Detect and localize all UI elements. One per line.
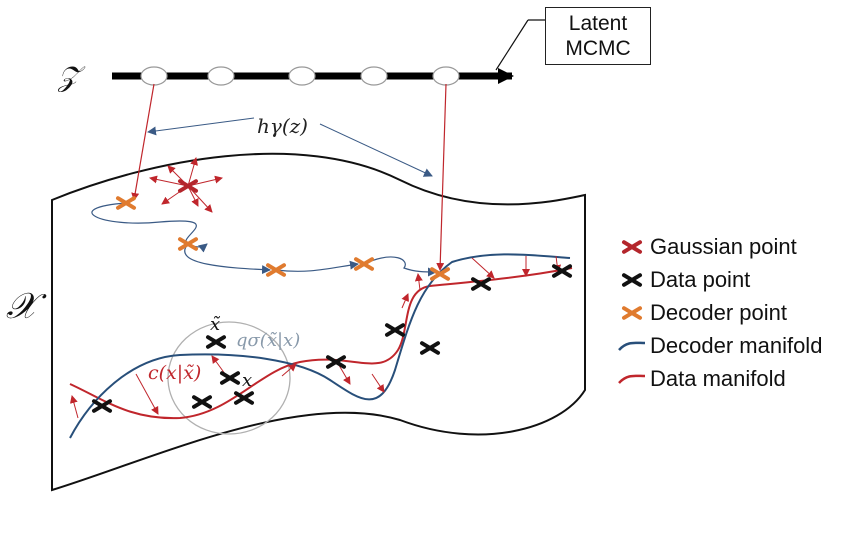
decoder-manifold-curve <box>69 253 571 439</box>
legend-cross-mark <box>622 305 642 320</box>
legend-label: Gaussian point <box>650 233 797 259</box>
data-point-mark <box>420 341 440 355</box>
h-gamma-label: hγ(z) <box>257 114 308 138</box>
x-label: x <box>242 370 252 391</box>
q-sigma-label: qσ(x̃|x) <box>236 330 300 351</box>
latent-box-line2: MCMC <box>565 37 631 60</box>
projection-arrows <box>69 255 562 419</box>
corruption-circle <box>167 321 291 435</box>
latent-node <box>360 66 388 86</box>
decoder-point-mark <box>178 237 198 251</box>
legend-item: Data manifold <box>614 362 822 395</box>
legend-swatch <box>614 234 650 260</box>
legend-label: Data manifold <box>650 365 786 391</box>
decoder-point-mark <box>354 257 374 271</box>
data-point-mark <box>385 323 405 337</box>
mcmc-chain-path-3 <box>275 260 359 272</box>
data-point-mark <box>552 264 572 278</box>
legend-cross-mark <box>622 239 642 254</box>
data-point-mark <box>234 391 254 405</box>
legend-item: Gaussian point <box>614 230 822 263</box>
decoder-point-mark <box>430 267 450 281</box>
decoder-point-mark <box>116 196 136 210</box>
latent-node <box>140 66 168 86</box>
latent-box-line1: Latent <box>568 12 628 35</box>
latent-box-connector <box>495 19 529 71</box>
latent-mcmc-box: Latent MCMC <box>545 7 651 65</box>
data-point-mark <box>192 395 212 409</box>
mcmc-chain-path-2 <box>184 243 271 275</box>
point-markers <box>92 179 572 413</box>
data-point-mark <box>326 355 346 369</box>
h-gamma-arrow-left <box>147 117 255 136</box>
legend-label: Decoder point <box>650 299 787 325</box>
latent-node <box>288 66 316 86</box>
data-space-sheet <box>51 152 586 492</box>
latent-nodes <box>140 66 460 86</box>
latent-node <box>207 66 235 86</box>
mapping-line-left <box>131 83 155 201</box>
legend-cross-mark <box>622 272 642 287</box>
gaussian-arrows <box>149 157 223 213</box>
legend-item: Data point <box>614 263 822 296</box>
mcmc-chain-path-4 <box>363 256 437 277</box>
mapping-line-right <box>436 83 447 271</box>
data-point-mark <box>471 277 491 291</box>
legend-item: Decoder manifold <box>614 329 822 362</box>
legend-label: Decoder manifold <box>650 332 823 358</box>
decoder-point-mark <box>266 263 286 277</box>
data-manifold-curve <box>69 267 573 420</box>
legend-swatch <box>614 333 650 359</box>
legend: Gaussian point Data point Decoder point … <box>614 230 822 395</box>
z-space-label: 𝒵 <box>57 60 86 93</box>
gaussian-point-mark <box>178 179 198 193</box>
legend-line-mark <box>618 341 646 351</box>
data-point-mark <box>92 399 112 413</box>
legend-label: Data point <box>650 266 751 292</box>
legend-swatch <box>614 267 650 293</box>
c-label: c(x|x̃) <box>148 362 201 384</box>
latent-node <box>432 66 460 86</box>
legend-item: Decoder point <box>614 296 822 329</box>
legend-swatch <box>614 366 650 392</box>
legend-line-mark <box>618 374 646 384</box>
x-space-label: 𝒳 <box>6 286 47 327</box>
x-tilde-label: x̃ <box>210 314 221 335</box>
data-point-mark <box>220 371 240 385</box>
h-gamma-arrow-right <box>319 123 433 177</box>
data-point-mark <box>206 335 226 349</box>
legend-swatch <box>614 300 650 326</box>
